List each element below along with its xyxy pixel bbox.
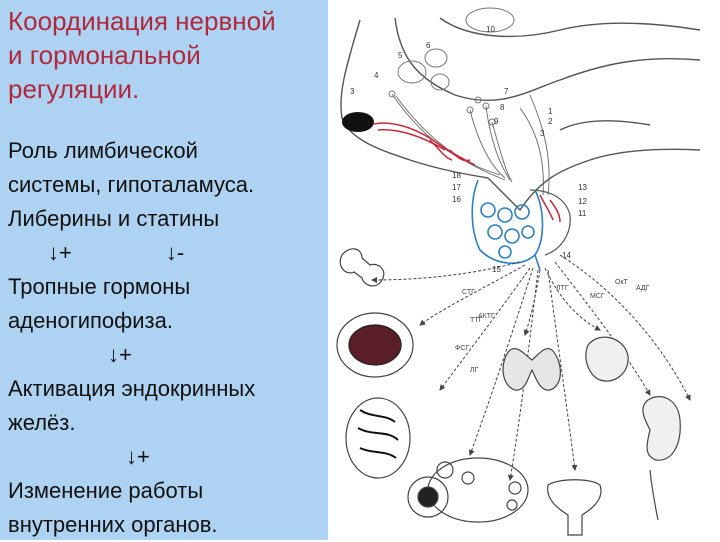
adrenal-medulla-icon xyxy=(348,324,402,366)
body-line: Изменение работы xyxy=(8,478,204,503)
hormone-labels: СТГ ТТГ ФСГ ЛГ АКТГ ЛТГ МСГ ОкТ АДГ xyxy=(455,279,650,374)
title-line: регуляции. xyxy=(8,74,140,104)
svg-text:6: 6 xyxy=(426,41,431,50)
svg-text:2: 2 xyxy=(548,117,553,126)
left-text-panel xyxy=(0,0,328,540)
svg-text:12: 12 xyxy=(578,197,587,206)
pituitary-portal-system xyxy=(471,179,544,271)
hormone-arrows xyxy=(371,254,691,481)
body-line: системы, гипоталамуса. xyxy=(8,172,255,197)
optic-chiasm-shape xyxy=(342,112,374,132)
label-lg: ЛГ xyxy=(470,367,479,374)
svg-text:16: 16 xyxy=(452,195,461,204)
label-okt: ОкТ xyxy=(615,279,629,286)
svg-text:3: 3 xyxy=(540,129,545,138)
follicle-icon xyxy=(407,476,449,518)
uterus-icon xyxy=(547,479,602,536)
bone-icon xyxy=(339,248,385,287)
svg-text:7: 7 xyxy=(504,87,509,96)
slide-title: Координация нервной и гормональной регул… xyxy=(8,4,338,106)
svg-text:13: 13 xyxy=(578,183,587,192)
red-vessels xyxy=(373,122,561,223)
testis-icon xyxy=(345,397,411,479)
svg-text:1: 1 xyxy=(548,107,553,116)
title-line: и гормональной xyxy=(8,40,201,70)
svg-text:4: 4 xyxy=(374,71,379,80)
svg-text:5: 5 xyxy=(398,51,403,60)
label-ltg: ЛТГ xyxy=(556,285,569,292)
thyroid-icon xyxy=(502,348,561,391)
ureter-icon xyxy=(649,469,659,521)
svg-text:18: 18 xyxy=(452,171,461,180)
target-organs xyxy=(336,248,681,536)
brain-outline xyxy=(340,17,701,212)
body-line: желёз. xyxy=(8,410,76,435)
label-stg: СТГ xyxy=(462,289,475,296)
body-line: Тропные гормоны xyxy=(8,274,191,299)
svg-text:14: 14 xyxy=(562,251,571,260)
svg-text:9: 9 xyxy=(494,117,499,126)
svg-text:11: 11 xyxy=(578,209,587,218)
label-fsg: ФСГ xyxy=(455,345,469,352)
title-line: Координация нервной xyxy=(8,6,276,36)
label-ttg: ТТГ xyxy=(470,317,483,324)
arrow-plus: ↓+ xyxy=(108,342,132,367)
body-line: внутренних органов. xyxy=(8,512,218,537)
svg-text:15: 15 xyxy=(492,265,501,274)
arrow-plus: ↓+ xyxy=(126,444,150,469)
svg-text:3: 3 xyxy=(350,87,355,96)
arrow-minus: ↓- xyxy=(165,240,185,265)
kidney-icon xyxy=(642,396,681,461)
label-msg: МСГ xyxy=(590,293,605,300)
body-line: аденогипофиза. xyxy=(8,308,173,333)
ovary-icon xyxy=(427,457,529,523)
body-line: Либерины и статины xyxy=(8,206,220,231)
posterior-pituitary xyxy=(529,189,571,256)
svg-text:8: 8 xyxy=(500,103,505,112)
adrenal-section-icon xyxy=(336,312,414,378)
breast-icon xyxy=(585,336,629,382)
nuclei-cluster xyxy=(388,7,515,126)
svg-text:17: 17 xyxy=(452,183,461,192)
nerve-fibers xyxy=(391,93,550,196)
slide-body: Роль лимбической системы, гипоталамуса. … xyxy=(8,134,338,542)
label-adg: АДГ xyxy=(636,285,650,292)
label-aktg: АКТГ xyxy=(478,313,495,320)
arrow-row: ↓+ ↓- xyxy=(8,236,338,270)
arrow-plus: ↓+ xyxy=(48,240,72,265)
svg-text:10: 10 xyxy=(486,25,495,34)
body-line: Активация эндокринных xyxy=(8,376,256,401)
diagram-numbers: 10 6 5 4 3 7 8 9 1 2 3 18 17 16 13 12 11… xyxy=(350,25,587,274)
body-line: Роль лимбической xyxy=(8,138,198,163)
